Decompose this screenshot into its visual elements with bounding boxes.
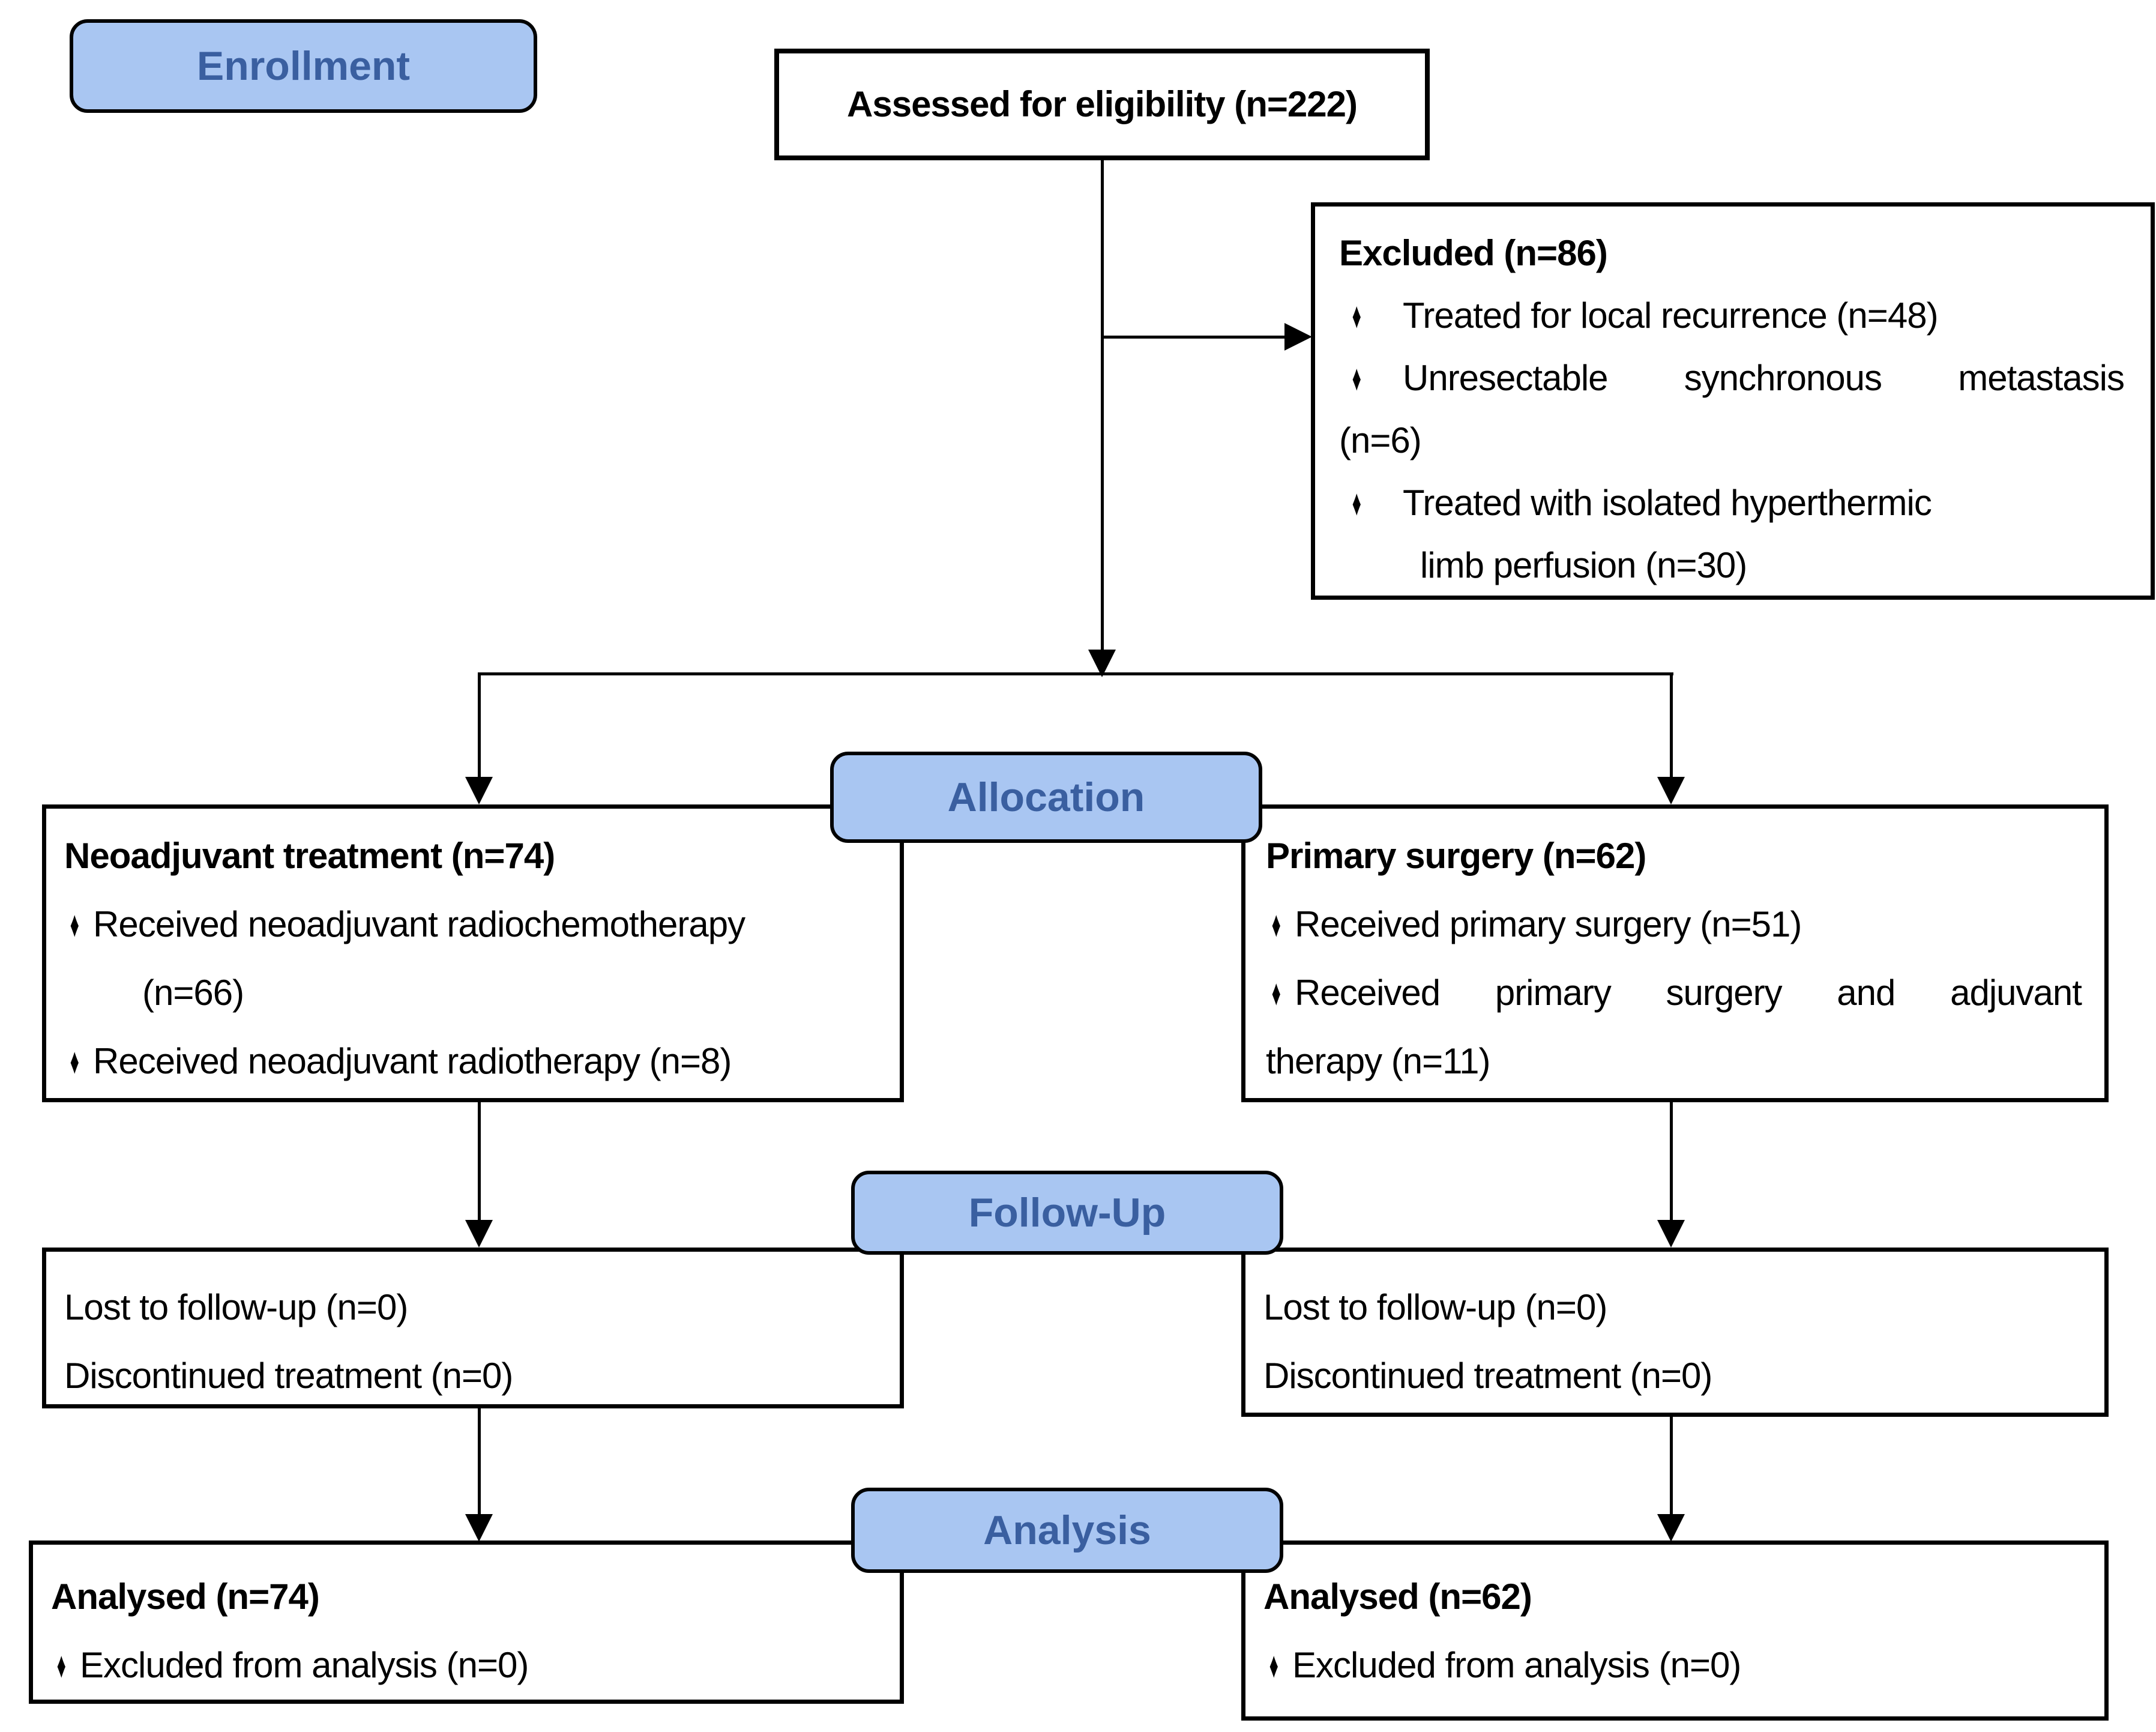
analysis-right-title: Analysed (n=62) [1263,1577,1532,1617]
arrowhead-left-allocation [465,777,493,804]
diamond-bullet-icon: ♦ [1352,295,1361,336]
arrowhead-right-followup [1657,1220,1685,1248]
stage-pill-analysis: Analysis [851,1488,1283,1573]
excluded-item-2-continuation: (n=6) [1339,420,1422,460]
followup-right-line-1: Lost to follow-up (n=0) [1263,1287,1607,1327]
excluded-item-1: ♦Treated for local recurrence (n=48) [1339,285,2124,347]
stage-label-analysis: Analysis [983,1507,1151,1553]
excluded-box: Excluded (n=86) ♦Treated for local recur… [1311,202,2155,600]
connector-assessed-down [1101,160,1104,675]
analysis-right-box: Analysed (n=62) ♦Excluded from analysis … [1241,1540,2109,1721]
stage-label-enrollment: Enrollment [196,43,411,89]
neoadjuvant-box: Neoadjuvant treatment (n=74) ♦Received n… [42,804,904,1102]
primary-surgery-item-2: ♦ Received primary surgery and adjuvant [1266,959,2082,1027]
stage-pill-enrollment: Enrollment [70,19,537,113]
primary-surgery-title: Primary surgery (n=62) [1266,836,1646,876]
primary-surgery-item-2-continuation: therapy (n=11) [1266,1041,1490,1081]
neoadjuvant-title: Neoadjuvant treatment (n=74) [64,836,555,876]
primary-surgery-box: Primary surgery (n=62) ♦Received primary… [1241,804,2109,1102]
diamond-bullet-icon: ♦ [1271,904,1281,944]
followup-right-line-2: Discontinued treatment (n=0) [1263,1356,1712,1396]
stage-pill-allocation: Allocation [830,752,1262,843]
diamond-bullet-icon: ♦ [56,1645,66,1685]
connector-right-analysis [1670,1417,1673,1516]
diamond-bullet-icon: ♦ [1352,483,1361,523]
diamond-bullet-icon: ♦ [70,904,79,944]
diamond-bullet-icon: ♦ [1352,358,1361,398]
connector-left-analysis [478,1408,481,1516]
arrowhead-left-followup [465,1220,493,1248]
connector-left-followup [478,1102,481,1222]
primary-surgery-item-1: ♦Received primary surgery (n=51) [1266,890,2082,959]
analysis-left-item-1: ♦Excluded from analysis (n=0) [51,1631,882,1700]
connector-to-excluded [1102,336,1288,339]
assessed-box: Assessed for eligibility (n=222) [774,49,1430,160]
analysis-right-item-1: ♦Excluded from analysis (n=0) [1263,1631,2086,1700]
excluded-item-2: ♦ Unresectable synchronous metastasis [1339,347,2125,409]
followup-left-line-1: Lost to follow-up (n=0) [64,1287,408,1327]
connector-right-allocation [1670,672,1673,780]
followup-left-line-2: Discontinued treatment (n=0) [64,1356,513,1396]
analysis-left-title: Analysed (n=74) [51,1577,320,1617]
diamond-bullet-icon: ♦ [70,1041,79,1081]
diamond-bullet-icon: ♦ [1269,1645,1278,1685]
connector-right-followup [1670,1102,1673,1222]
stage-label-followup: Follow-Up [968,1190,1166,1236]
neoadjuvant-item-1-continuation: (n=66) [142,973,244,1013]
neoadjuvant-item-2: ♦Received neoadjuvant radiotherapy (n=8) [64,1027,882,1096]
followup-left-box: Lost to follow-up (n=0) Discontinued tre… [42,1248,904,1408]
arrowhead-excluded [1284,323,1312,351]
arrowhead-right-allocation [1657,777,1685,804]
arrowhead-split-center [1088,650,1116,677]
excluded-item-3-continuation: limb perfusion (n=30) [1420,545,1747,585]
analysis-left-box: Analysed (n=74) ♦Excluded from analysis … [29,1540,904,1704]
stage-pill-followup: Follow-Up [851,1171,1283,1255]
excluded-title: Excluded (n=86) [1339,233,1608,273]
followup-right-box: Lost to follow-up (n=0) Discontinued tre… [1241,1248,2109,1417]
stage-label-allocation: Allocation [947,774,1145,820]
neoadjuvant-item-1: ♦Received neoadjuvant radiochemotherapy [64,890,882,959]
arrowhead-left-analysis [465,1514,493,1542]
connector-left-allocation [478,672,481,780]
arrowhead-right-analysis [1657,1514,1685,1542]
connector-split-horizontal [479,672,1673,675]
excluded-item-3: ♦Treated with isolated hyperthermic [1339,472,2124,534]
assessed-title: Assessed for eligibility (n=222) [847,84,1358,124]
diamond-bullet-icon: ♦ [1271,973,1281,1013]
